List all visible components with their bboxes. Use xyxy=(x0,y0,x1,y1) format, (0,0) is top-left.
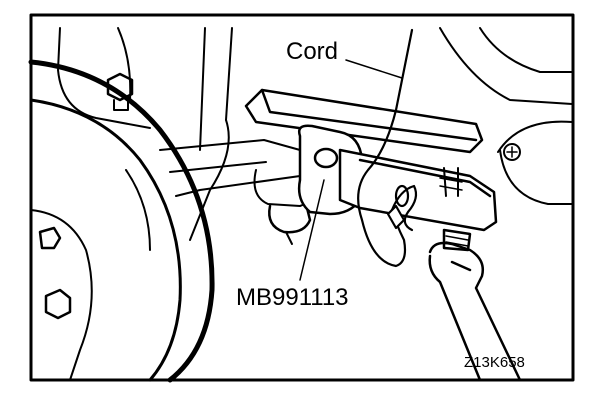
figure-code: Z13K658 xyxy=(464,354,525,371)
leader-tool xyxy=(299,179,325,281)
tie-rod-link xyxy=(428,241,522,382)
figure-frame xyxy=(29,13,575,382)
lower-arm xyxy=(159,139,301,197)
leader-cord xyxy=(345,59,403,79)
hex-bolt-upper xyxy=(106,72,134,111)
screw-right xyxy=(503,143,521,161)
special-tool-mb991113 xyxy=(244,88,498,252)
brake-disc xyxy=(28,59,215,383)
knuckle-outline xyxy=(57,27,573,241)
retaining-cord xyxy=(357,28,418,268)
label-cord: Cord xyxy=(286,38,339,65)
leader-lines xyxy=(299,59,403,281)
label-special-tool: MB991113 xyxy=(236,284,349,311)
